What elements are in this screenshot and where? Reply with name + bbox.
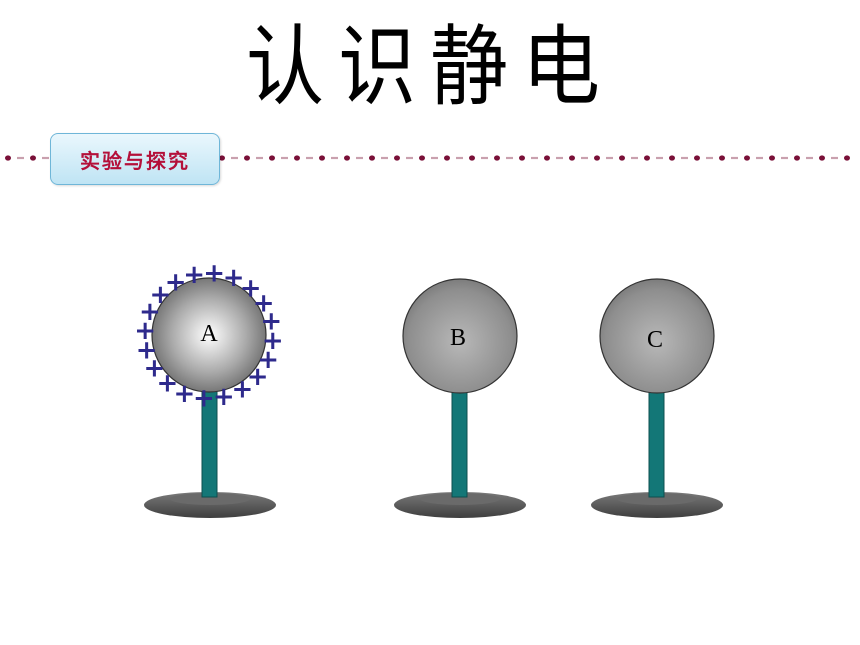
stand-b-base-top <box>420 493 500 505</box>
divider-dot <box>469 155 475 161</box>
positive-charge: + <box>262 326 284 356</box>
divider-dot <box>794 155 800 161</box>
stand-c: C <box>591 278 723 518</box>
sphere-a <box>151 277 267 393</box>
stand-c-base-top <box>617 493 697 505</box>
section-badge: 实验与探究 <box>50 133 220 185</box>
positive-charge: + <box>183 260 205 290</box>
stand-a: A ++++++++++++++++++++ <box>134 259 284 518</box>
divider-dot <box>819 155 825 161</box>
positive-charge: + <box>134 316 156 346</box>
divider-dot <box>244 155 250 161</box>
sphere-a-charges: ++++++++++++++++++++ <box>134 259 283 414</box>
stand-a-base-top <box>170 493 250 505</box>
divider-dot <box>769 155 775 161</box>
divider-dot <box>5 155 11 161</box>
divider-dot <box>494 155 500 161</box>
divider-dot <box>419 155 425 161</box>
positive-charge: + <box>165 268 187 298</box>
positive-charge: + <box>193 384 215 414</box>
sphere-c-label: C <box>647 327 663 353</box>
dotted-divider <box>5 155 850 161</box>
positive-charge: + <box>139 297 161 327</box>
divider-dot <box>344 155 350 161</box>
divider-dot <box>744 155 750 161</box>
divider-dot <box>719 155 725 161</box>
divider-dot <box>294 155 300 161</box>
positive-charge: + <box>247 362 269 392</box>
positive-charge: + <box>157 369 179 399</box>
positive-charge: + <box>260 306 282 336</box>
positive-charge: + <box>223 263 245 293</box>
stand-c-rod <box>648 385 665 498</box>
positive-charge: + <box>213 382 235 412</box>
divider-dot <box>394 155 400 161</box>
positive-charge: + <box>174 379 196 409</box>
divider-dot <box>569 155 575 161</box>
sphere-b <box>402 278 518 394</box>
divider-dot <box>544 155 550 161</box>
divider-dot <box>594 155 600 161</box>
divider-dot <box>269 155 275 161</box>
divider-dot <box>619 155 625 161</box>
divider-dot <box>444 155 450 161</box>
positive-charge: + <box>232 375 254 405</box>
divider-dot <box>694 155 700 161</box>
positive-charge: + <box>253 288 275 318</box>
divider-dot <box>669 155 675 161</box>
divider-dot <box>30 155 36 161</box>
positive-charge: + <box>144 354 166 384</box>
divider-dot <box>219 155 225 161</box>
sphere-a-label: A <box>200 321 218 347</box>
positive-charge: + <box>257 345 279 375</box>
stand-b: B <box>394 278 526 518</box>
divider-dot <box>369 155 375 161</box>
sphere-b-label: B <box>450 325 466 351</box>
positive-charge: + <box>136 336 158 366</box>
page-title: 认识静电 <box>245 17 614 119</box>
divider-dot <box>519 155 525 161</box>
positive-charge: + <box>150 280 172 310</box>
stand-b-rod <box>451 385 468 498</box>
positive-charge: + <box>203 259 225 289</box>
sphere-c <box>599 278 715 394</box>
divider-dot <box>644 155 650 161</box>
positive-charge: + <box>240 273 262 303</box>
divider-dot <box>844 155 850 161</box>
divider-dot <box>319 155 325 161</box>
